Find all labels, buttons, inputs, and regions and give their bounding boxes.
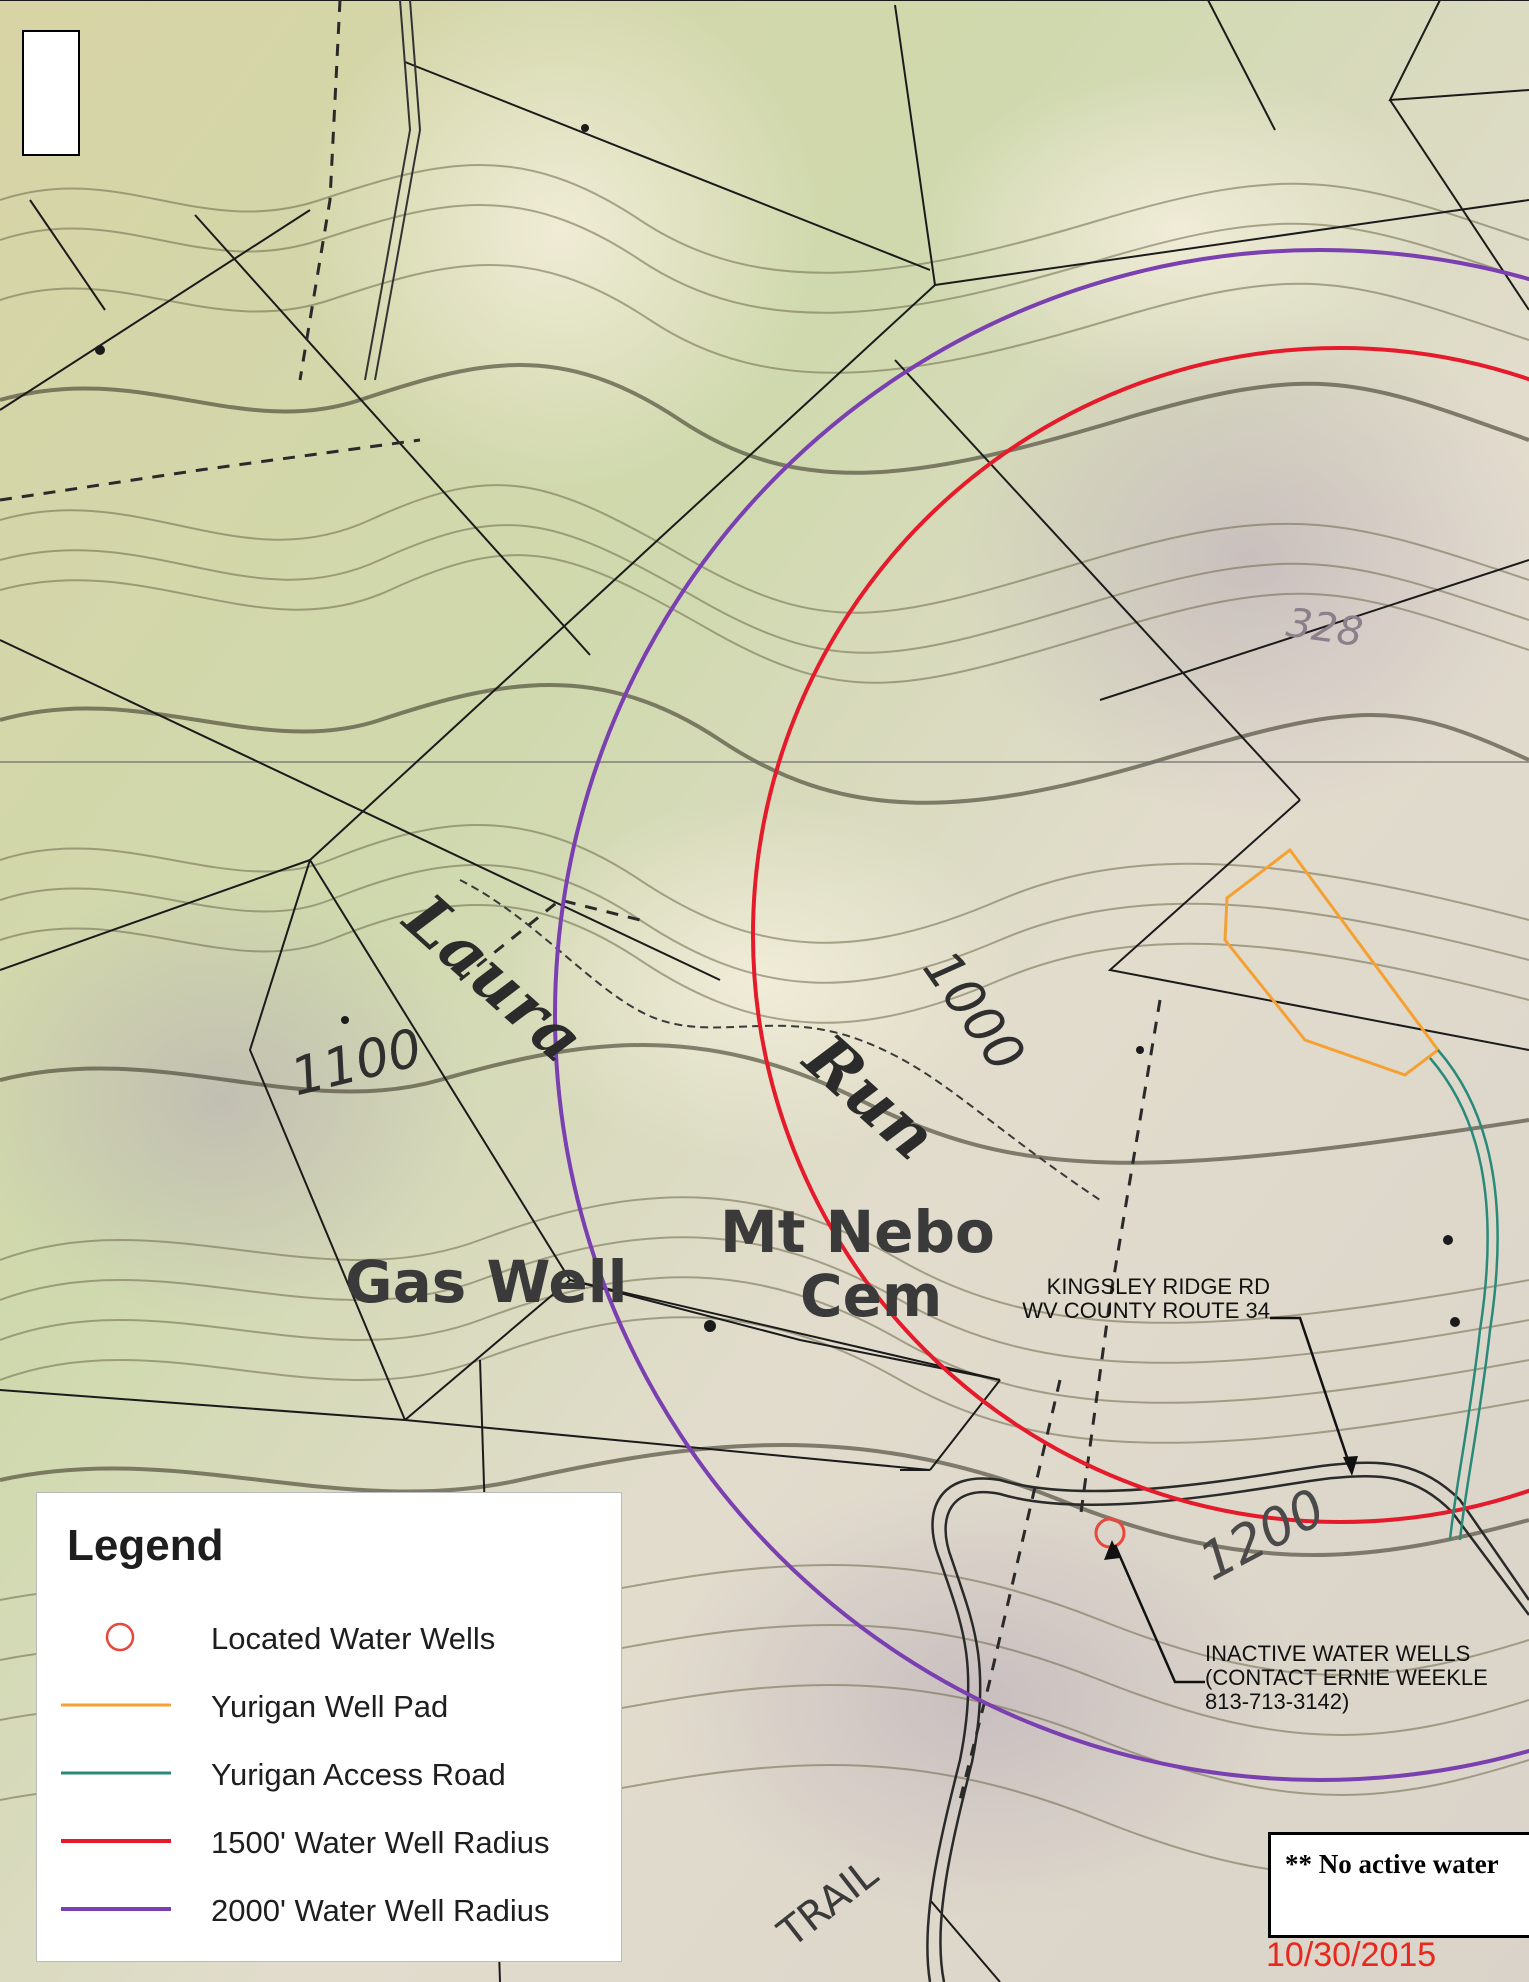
line-swatch-icon	[61, 1771, 171, 1775]
terrain-shade	[0, 880, 480, 1320]
legend-label: 2000' Water Well Radius	[211, 1893, 550, 1928]
wells-annotation-line1: INACTIVE WATER WELLS	[1205, 1641, 1471, 1666]
wells-annotation-line2: (CONTACT ERNIE WEEKLE	[1205, 1665, 1488, 1690]
legend-item-1500-radius: 1500' Water Well Radius	[61, 1821, 601, 1861]
road-annotation-line2: WV COUNTY ROUTE 34	[1022, 1298, 1270, 1323]
radius-2000-circle	[553, 248, 1529, 1782]
wells-annotation: INACTIVE WATER WELLS (CONTACT ERNIE WEEK…	[1205, 1642, 1488, 1714]
legend-label: Located Water Wells	[211, 1621, 496, 1656]
cemetery-label-name: Mt Nebo	[720, 1198, 995, 1266]
road-annotation-line1: KINGSLEY RIDGE RD	[1046, 1274, 1270, 1299]
yurigan-access-road	[1429, 1049, 1499, 1541]
circle-icon	[105, 1622, 135, 1652]
notice-text: ** No active water	[1285, 1849, 1499, 1879]
legend-item-well-pad: Yurigan Well Pad	[61, 1685, 601, 1725]
cemetery-label-cem: Cem	[800, 1262, 943, 1330]
radius-1500-circle	[751, 346, 1529, 1524]
notice-box: ** No active water	[1268, 1832, 1529, 1938]
legend-label: Yurigan Access Road	[211, 1757, 506, 1792]
road-annotation: KINGSLEY RIDGE RD WV COUNTY ROUTE 34	[1000, 1275, 1270, 1323]
line-swatch-icon	[61, 1703, 171, 1707]
kingsley-ridge-road	[926, 1461, 1529, 1982]
road-double-line	[364, 0, 422, 381]
corner-label-box	[22, 30, 80, 156]
terrain-highlight	[300, 0, 820, 490]
legend-item-2000-radius: 2000' Water Well Radius	[61, 1889, 601, 1929]
terrain-highlight	[920, 70, 1440, 390]
trail-dashed	[0, 0, 1162, 1801]
legend-item-water-wells: Located Water Wells	[61, 1617, 601, 1657]
annotation-leaders	[1113, 1316, 1354, 1684]
legend-label: 1500' Water Well Radius	[211, 1825, 550, 1860]
map-point-markers	[95, 124, 1460, 1332]
index-contours	[0, 363, 1529, 1557]
gas-well-label: Gas Well	[345, 1248, 628, 1316]
leader-arrowhead	[1104, 1540, 1120, 1560]
terrain-shade	[950, 300, 1529, 820]
legend-title: Legend	[67, 1521, 224, 1570]
leader-arrowhead	[1343, 1456, 1358, 1476]
line-swatch-icon	[61, 1839, 171, 1843]
yurigan-well-pad	[1223, 847, 1441, 1077]
legend-item-access-road: Yurigan Access Road	[61, 1753, 601, 1793]
line-swatch-icon	[61, 1907, 171, 1911]
map-legend: Legend Located Water Wells Yurigan Well …	[36, 1492, 622, 1962]
date-stamp: 10/30/2015	[1266, 1936, 1437, 1974]
legend-label: Yurigan Well Pad	[211, 1689, 449, 1724]
laura-run-stream	[459, 879, 1101, 1201]
terrain-highlight	[500, 800, 1020, 1160]
wells-annotation-line3: 813-713-3142)	[1205, 1689, 1350, 1714]
